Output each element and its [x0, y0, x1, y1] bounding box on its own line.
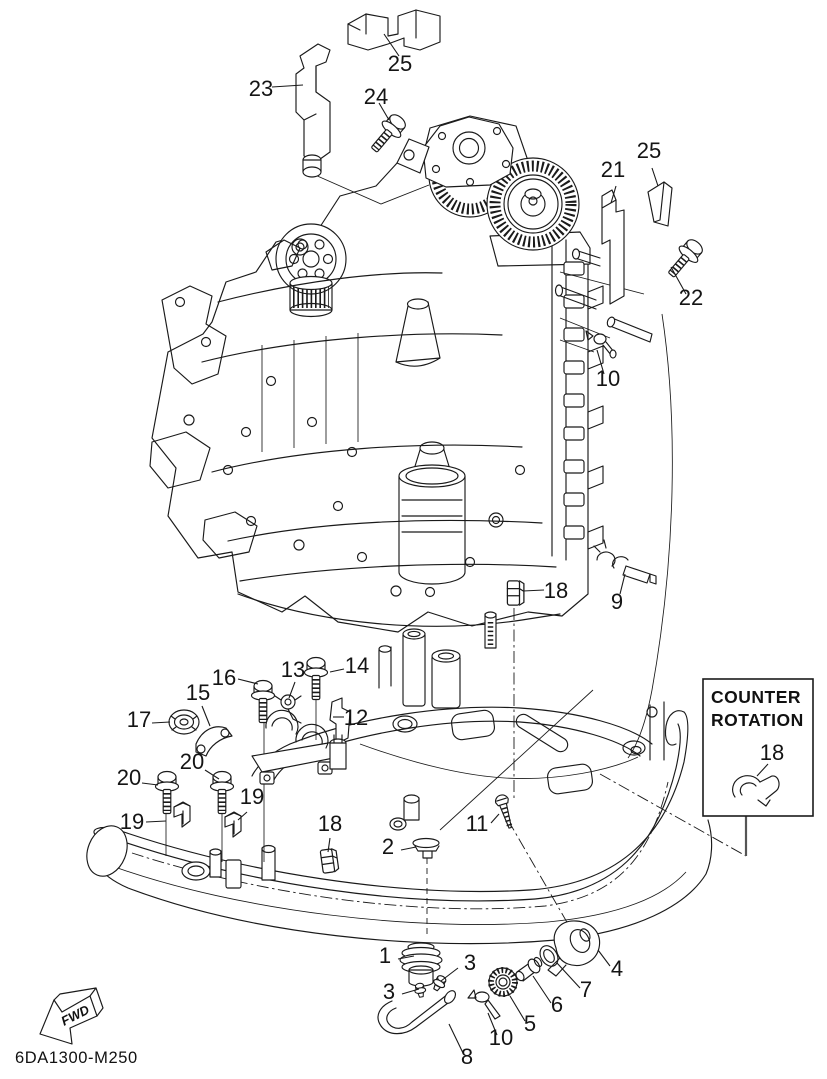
- callout-23: 23: [249, 76, 273, 101]
- part-18-clip-pan: [319, 847, 340, 874]
- callout-12: 12: [344, 705, 368, 730]
- callout-7: 7: [580, 977, 592, 1002]
- part-5-nut: [488, 967, 518, 997]
- note-box-line2: ROTATION: [711, 710, 804, 730]
- part-2-plug: [412, 837, 440, 859]
- callout-18-upper: 18: [544, 578, 568, 603]
- callout-19-right: 19: [240, 784, 264, 809]
- part-23-bracket: [295, 43, 331, 163]
- callout-9: 9: [611, 589, 623, 614]
- part-4-boot: [547, 920, 601, 977]
- fwd-arrow: FWD: [39, 987, 104, 1045]
- callout-19-left: 19: [120, 809, 144, 834]
- part-20-bolt-right: [211, 772, 234, 814]
- callout-1: 1: [379, 943, 391, 968]
- callout-18-box: 18: [760, 740, 784, 765]
- diagram-code: 6DA1300-M250: [15, 1049, 138, 1067]
- callout-20-right: 20: [180, 749, 204, 774]
- callout-6: 6: [551, 992, 563, 1017]
- callout-2: 2: [382, 834, 394, 859]
- callout-5: 5: [524, 1011, 536, 1036]
- counter-rotation-box: COUNTER ROTATION 18: [702, 678, 814, 817]
- callout-17: 17: [127, 707, 151, 732]
- part-13-pin: [274, 694, 302, 724]
- callout-3-right: 3: [464, 950, 476, 975]
- engine-block-drawing: [149, 115, 604, 633]
- callout-24: 24: [364, 84, 388, 109]
- part-19-clip-right: [224, 811, 242, 838]
- note-box-line1: COUNTER: [711, 687, 801, 707]
- callout-8: 8: [461, 1044, 473, 1069]
- callout-13: 13: [281, 657, 305, 682]
- part-14-bolt: [305, 658, 328, 700]
- callout-20-left: 20: [117, 765, 141, 790]
- part-21-bracket: [601, 199, 625, 305]
- part-1-cap: [399, 942, 443, 987]
- part-15-16-clamp-bracket: [251, 709, 345, 785]
- callout-16: 16: [212, 665, 236, 690]
- part-9-clip: [593, 539, 657, 585]
- part-22-bolt: [662, 235, 707, 282]
- callout-11: 11: [466, 811, 489, 836]
- callout-25-top: 25: [388, 51, 412, 76]
- part-17-grommet: [168, 709, 200, 735]
- part-11-screw: [494, 793, 516, 829]
- callout-10-lower: 10: [489, 1025, 513, 1050]
- part-16-bolt: [252, 681, 275, 723]
- callout-21: 21: [601, 157, 625, 182]
- callout-4: 4: [611, 956, 623, 981]
- part-25-top-clamp: [347, 9, 441, 51]
- part-12-bracket: [329, 697, 351, 770]
- part-18-clip-counter: [732, 763, 780, 807]
- callout-14: 14: [345, 653, 369, 678]
- callout-18-pan: 18: [318, 811, 342, 836]
- loose-parts: [156, 9, 707, 1035]
- callout-10-upper: 10: [596, 366, 620, 391]
- part-10-drain-cock: [467, 989, 501, 1020]
- callout-3-left: 3: [383, 979, 395, 1004]
- part-6-fitting: [515, 956, 543, 982]
- bottom-cowling-drawing: [86, 611, 713, 945]
- leader-lines: [141, 33, 687, 1054]
- callout-22: 22: [679, 285, 703, 310]
- callout-labels: 25 23 24 21 25 22 10 18 9 16 13 14 15 17…: [117, 51, 703, 1069]
- part-19-clip-left: [173, 801, 191, 828]
- part-8-hose: [377, 990, 457, 1035]
- callout-25-right: 25: [637, 138, 661, 163]
- part-25-right-clamp: [647, 181, 673, 227]
- part-10-upper-cock: [593, 333, 607, 345]
- callout-15: 15: [186, 680, 210, 705]
